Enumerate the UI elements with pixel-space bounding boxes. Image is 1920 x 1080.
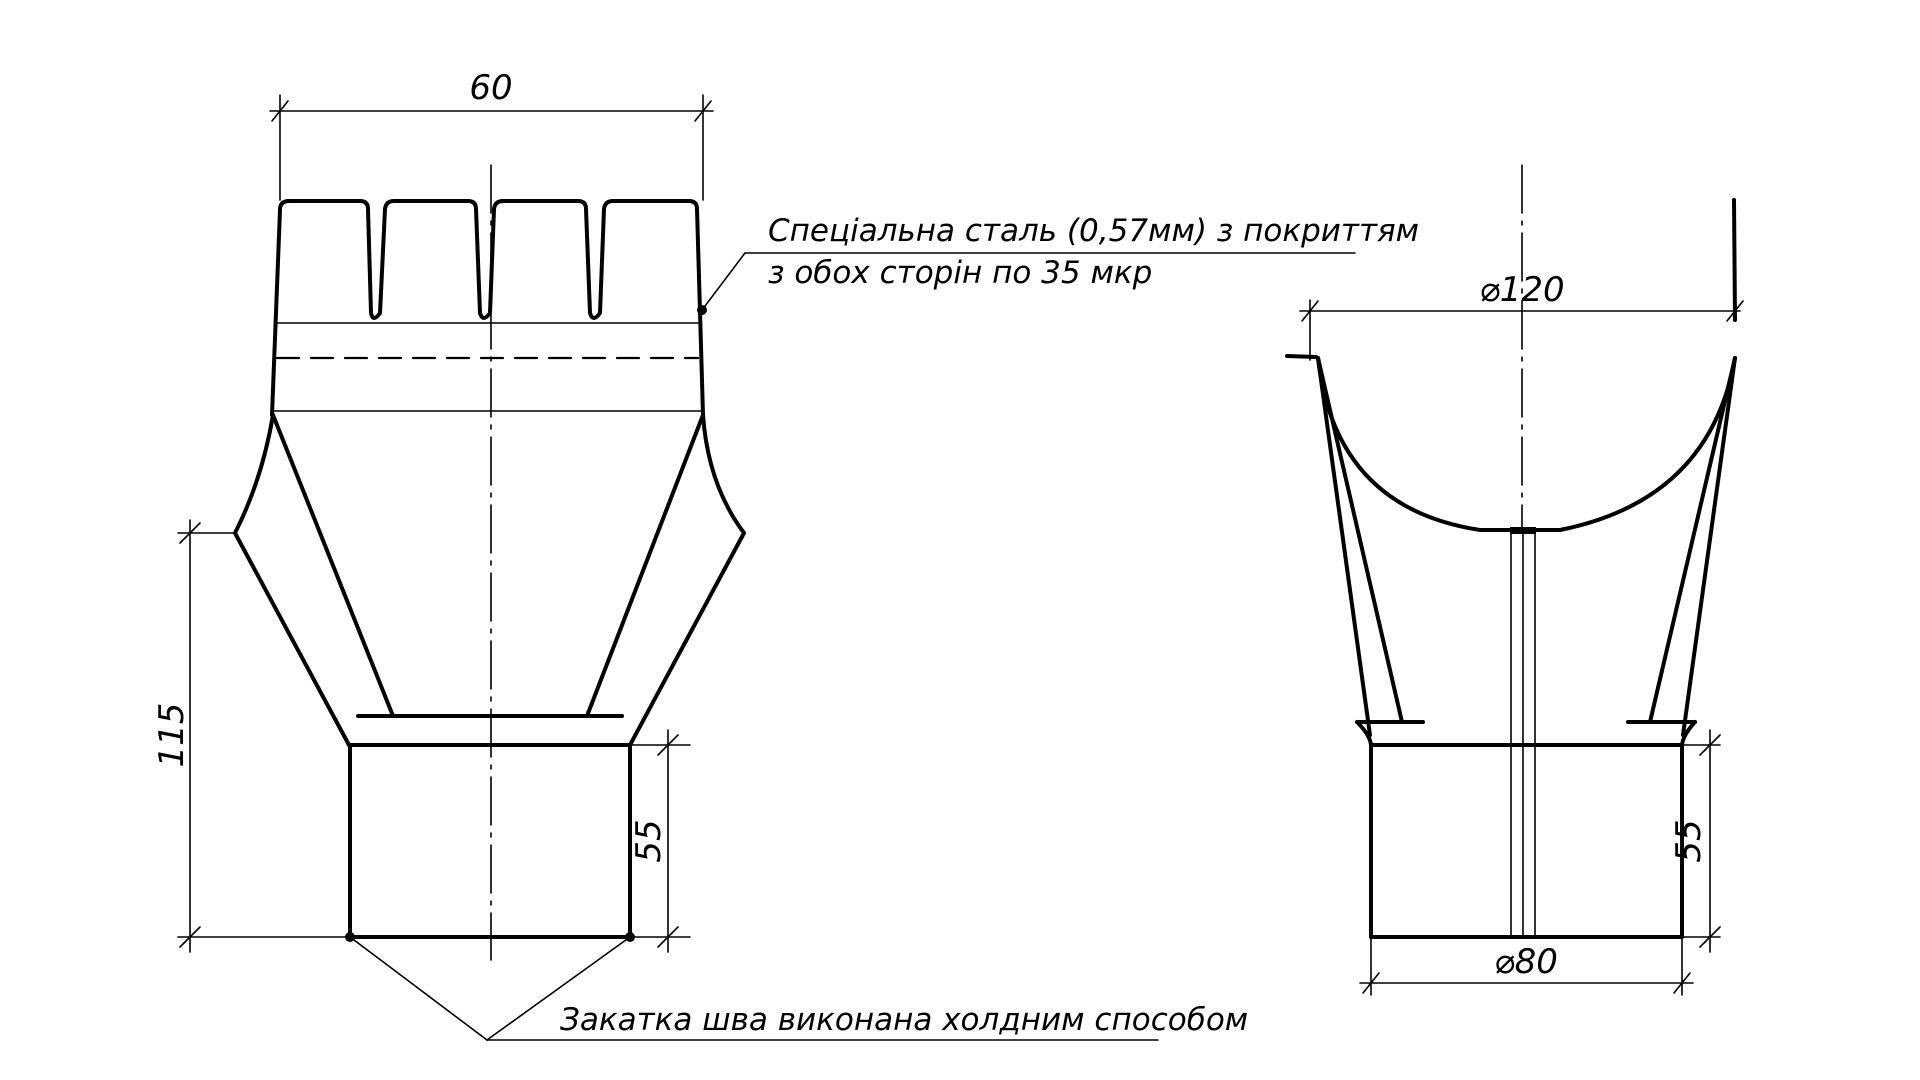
front-top-tabs [270,199,705,417]
dim-height-total: 115 [152,519,351,953]
side-body-left-inner [1316,356,1404,724]
front-funnel-inner-left [271,413,395,718]
side-view: ⌀120 55 ⌀80 [1285,164,1744,996]
dim-neck-height-side-label: 55 [1669,819,1709,862]
dim-top-width-label: 60 [469,68,512,108]
dim-neck-height-side: 55 [1669,729,1721,953]
dim-top-width: 60 [269,68,714,201]
side-body-left-outer [1316,356,1372,737]
material-note-line2: з обох сторін по 35 мкр [768,255,1152,291]
dim-neck-diameter-label: ⌀80 [1494,942,1558,982]
side-left-lip [1285,354,1320,360]
side-neck [1369,743,1684,939]
front-funnel-inner-right [585,413,705,718]
front-neck [348,743,632,939]
dim-outlet-diameter-label: ⌀120 [1479,270,1564,310]
dim-neck-height-front-label: 55 [629,819,669,862]
front-view: 60 115 55 Спеціальна сталь (0,57мм) з по… [152,68,1419,1041]
side-shoulders [1355,720,1697,747]
side-seam-block [1510,527,1536,534]
material-leader: Спеціальна сталь (0,57мм) з покриттям з … [697,213,1419,315]
seam-note: Закатка шва виконана холдним способом [560,1002,1248,1038]
dim-neck-diameter: ⌀80 [1359,936,1694,996]
dim-neck-height-front: 55 [629,729,691,953]
dim-outlet-diameter: ⌀120 [1299,270,1744,361]
side-right-flange [1732,198,1737,322]
side-outlet-arc [1316,356,1737,532]
side-body-right-outer [1681,356,1737,737]
dim-height-total-label: 115 [152,703,192,768]
seam-leader: Закатка шва виконана холдним способом [349,936,1248,1041]
side-body-right-inner [1648,356,1737,724]
front-funnel-outer [233,413,746,747]
material-note-line1: Спеціальна сталь (0,57мм) з покриттям [768,213,1419,249]
